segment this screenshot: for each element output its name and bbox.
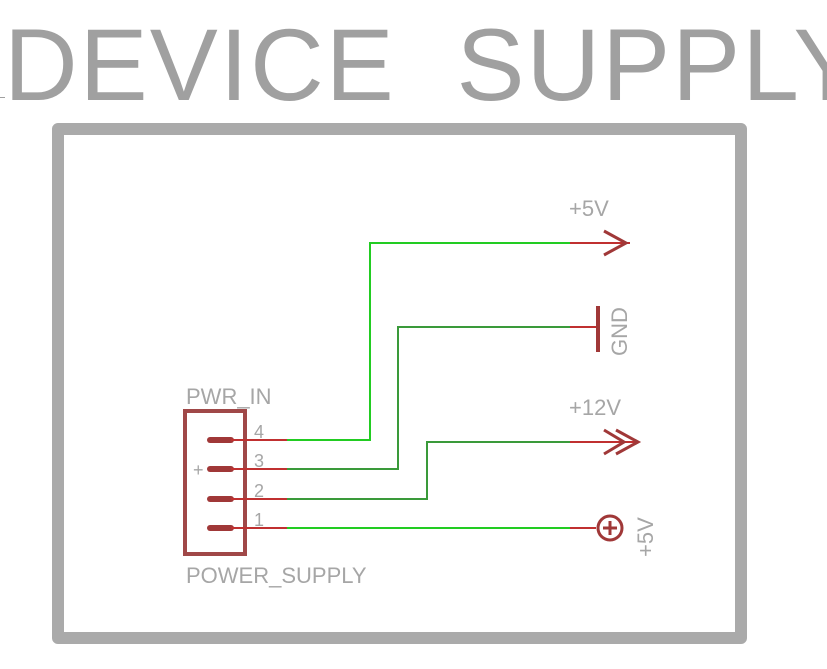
sheet-frame [52, 123, 747, 644]
gnd-symbol[interactable] [570, 306, 600, 352]
pin-3-label: 3 [254, 451, 264, 471]
connector-origin-mark: + [193, 460, 204, 480]
wire-pin3-gnd[interactable] [287, 326, 570, 470]
connector-name-label: PWR_IN [186, 384, 272, 409]
supply-12v-label: +12V [569, 395, 621, 420]
wire-pin2-12v[interactable] [287, 441, 600, 500]
pin-4-label: 4 [254, 422, 264, 442]
supply-5v-circle-symbol[interactable] [570, 514, 624, 542]
gnd-label: GND [607, 307, 632, 356]
connector-value-label: POWER_SUPPLY [186, 563, 367, 588]
pin-2-label: 2 [254, 481, 264, 501]
supply-5v-arrow-symbol[interactable] [570, 229, 630, 257]
connector-pins [207, 437, 287, 531]
title-origin-mark [0, 97, 5, 98]
connector-body[interactable] [183, 409, 247, 556]
supply-5v-top-label: +5V [569, 196, 609, 221]
pin-1-label: 1 [254, 510, 264, 530]
wire-pin4-5v[interactable] [287, 242, 600, 441]
diagram-title: DEVICE SUPPLY [4, 8, 827, 122]
supply-12v-arrow-symbol[interactable] [570, 428, 642, 456]
supply-5v-bottom-label: +5V [633, 517, 658, 557]
